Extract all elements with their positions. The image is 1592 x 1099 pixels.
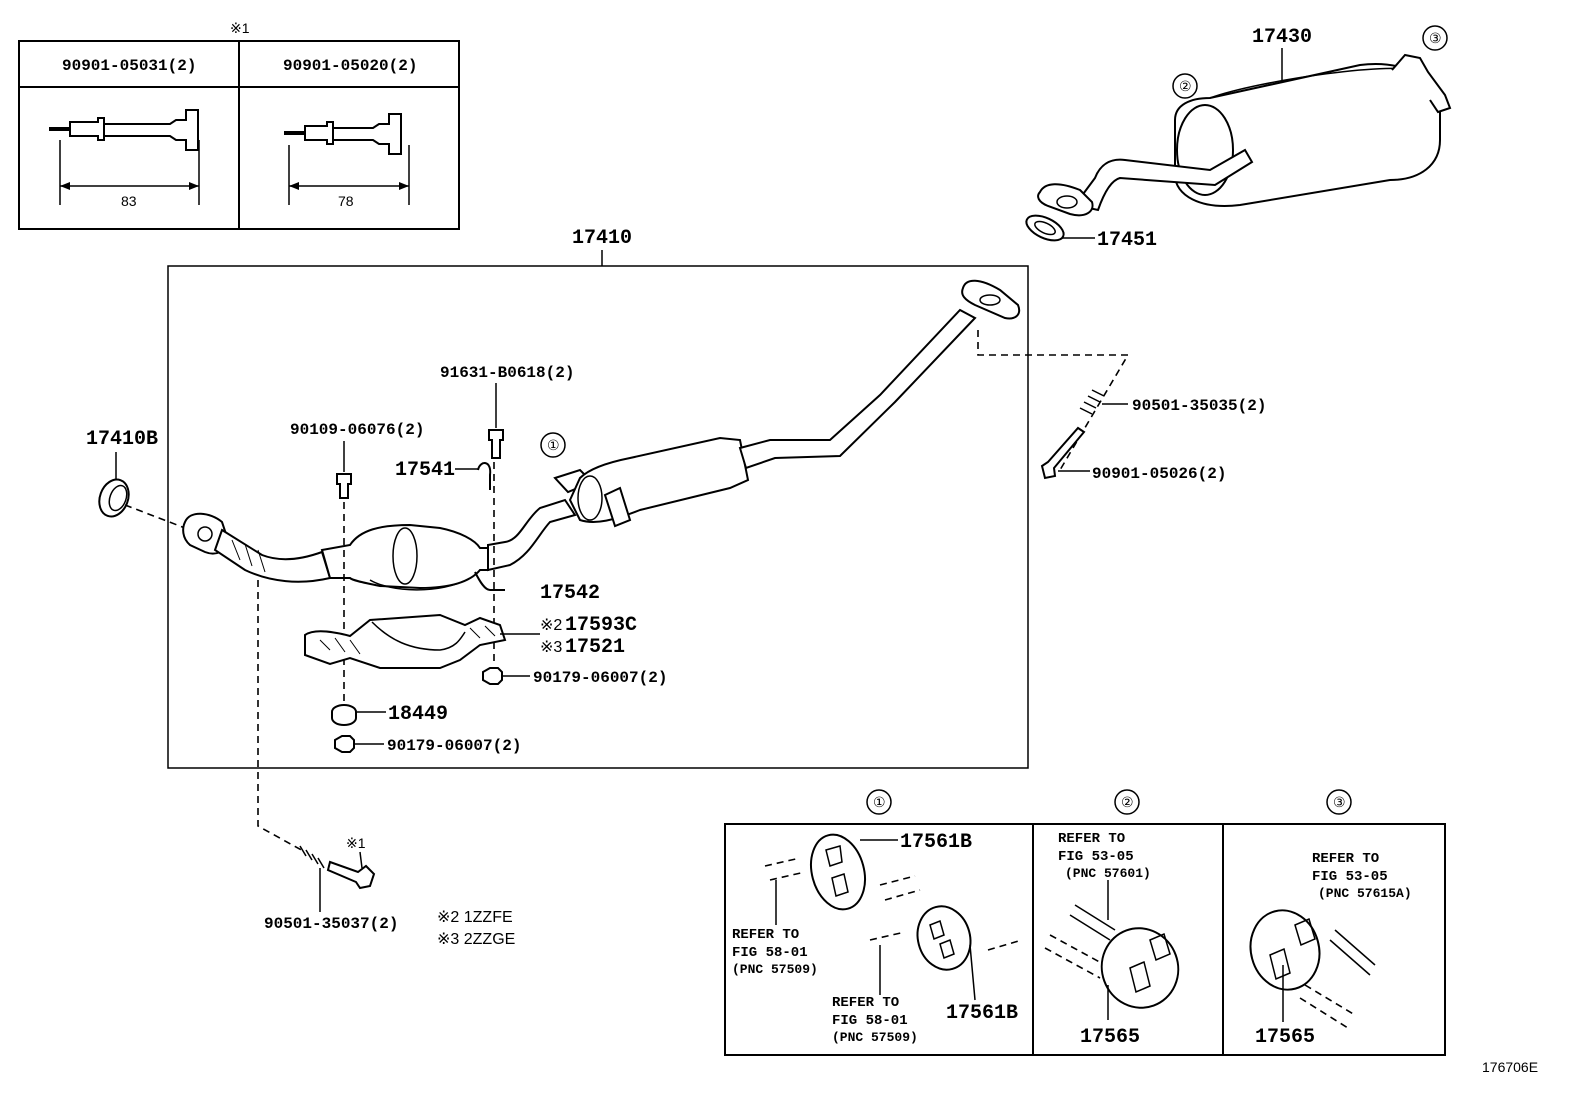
clamp-17541: 17541 — [395, 459, 492, 490]
label-17521: 17521 — [565, 636, 625, 659]
bolt-78-icon — [284, 113, 410, 205]
label-17430: 17430 — [1252, 26, 1312, 49]
clamp-17542: 17542 — [474, 571, 600, 605]
panel-2-ref-1: REFER TO — [1058, 831, 1125, 847]
bushing-18449: 18449 — [331, 703, 448, 726]
label-17410: 17410 — [572, 227, 632, 250]
bolt-90109-group: 90109-06076(2) — [290, 421, 424, 702]
outlet-fastener-group: 90501-35035(2) 90901-05026(2) — [977, 330, 1266, 483]
muffler-assembly: 17430 ② ③ — [1037, 25, 1452, 217]
gasket-17451: 17451 — [1025, 214, 1157, 252]
panel-3-ref-2: FIG 53-05 — [1312, 869, 1388, 885]
panel-3-ref-1: REFER TO — [1312, 851, 1379, 867]
label-18449: 18449 — [388, 703, 448, 726]
table-part-1: 90901-05031(2) — [62, 57, 196, 75]
table-note-mark: ※1 — [230, 20, 250, 36]
label-90501-35035: 90501-35035(2) — [1132, 397, 1266, 415]
label-90179-06007-lower: 90179-06007(2) — [387, 737, 521, 755]
bolt-length-table: ※1 90901-05031(2) 90901-05020(2) 83 78 — [18, 20, 460, 230]
nut-upper: 90179-06007(2) — [482, 667, 667, 687]
front-fastener-group: ※1 90501-35037(2) — [257, 580, 398, 933]
table-length-1: 83 — [121, 193, 137, 209]
note3-mark-17521: ※3 — [540, 639, 562, 656]
label-90179-06007-upper: 90179-06007(2) — [533, 669, 667, 687]
table-part-2: 90901-05020(2) — [283, 57, 417, 75]
label-17542: 17542 — [540, 582, 600, 605]
label-91631-B0618: 91631-B0618(2) — [440, 364, 574, 382]
label-17451: 17451 — [1097, 229, 1157, 252]
panel-1-ref-b-2: FIG 58-01 — [832, 1013, 908, 1029]
label-17593C: 17593C — [565, 614, 637, 637]
label-90109-06076: 90109-06076(2) — [290, 421, 424, 439]
panel-1-ref-a-2: FIG 58-01 — [732, 945, 808, 961]
note1-mark-front: ※1 — [346, 835, 366, 851]
panel-3-mark: ③ — [1333, 794, 1346, 810]
panel-3-ref-3: (PNC 57615A) — [1318, 886, 1412, 901]
panel-1-ref-b-1: REFER TO — [832, 995, 899, 1011]
gasket-17410B: 17410B — [86, 428, 186, 529]
label-17541: 17541 — [395, 459, 455, 482]
panel-2: REFER TO FIG 53-05 (PNC 57601) 17565 — [1044, 831, 1180, 1049]
panel-2-ref-3: (PNC 57601) — [1065, 866, 1151, 881]
panel-1-mark: ① — [873, 794, 886, 810]
panel-1-ref-b-3: (PNC 57509) — [832, 1030, 918, 1045]
diagram-id: 176706E — [1482, 1059, 1538, 1075]
panel-2-part: 17565 — [1080, 1026, 1140, 1049]
nut-lower: 90179-06007(2) — [334, 735, 521, 755]
note-2ZZGE: ※3 2ZZGE — [437, 931, 515, 948]
front-exhaust-pipe — [182, 279, 1021, 591]
note-1ZZFE: ※2 1ZZFE — [437, 909, 513, 926]
note2-mark-17593C: ※2 — [540, 617, 562, 634]
label-90501-35037: 90501-35037(2) — [264, 915, 398, 933]
detail-panels: ① ② ③ 17561B REFER TO FIG 58-01 (PNC 575… — [724, 789, 1446, 1056]
label-17410B: 17410B — [86, 428, 158, 451]
panel-1-part-b: 17561B — [946, 1002, 1018, 1025]
assembly-frame — [167, 265, 1029, 769]
panel-2-mark: ② — [1121, 794, 1134, 810]
table-length-2: 78 — [338, 193, 354, 209]
panel-1: 17561B REFER TO FIG 58-01 (PNC 57509) 17… — [732, 831, 1023, 1045]
panel-2-ref-2: FIG 53-05 — [1058, 849, 1134, 865]
callout-3-top: ③ — [1429, 30, 1442, 46]
panel-1-ref-a-1: REFER TO — [732, 927, 799, 943]
bolt-83-icon — [49, 109, 200, 205]
panel-3-part: 17565 — [1255, 1026, 1315, 1049]
label-90901-05026: 90901-05026(2) — [1092, 465, 1226, 483]
callout-1-main: ① — [547, 437, 560, 453]
callout-2-top: ② — [1179, 78, 1192, 94]
heat-insulator: ※2 17593C ※3 17521 — [304, 613, 637, 669]
panel-1-ref-a-3: (PNC 57509) — [732, 962, 818, 977]
panel-3: REFER TO FIG 53-05 (PNC 57615A) 17565 — [1249, 851, 1412, 1049]
panel-1-part-a: 17561B — [900, 831, 972, 854]
